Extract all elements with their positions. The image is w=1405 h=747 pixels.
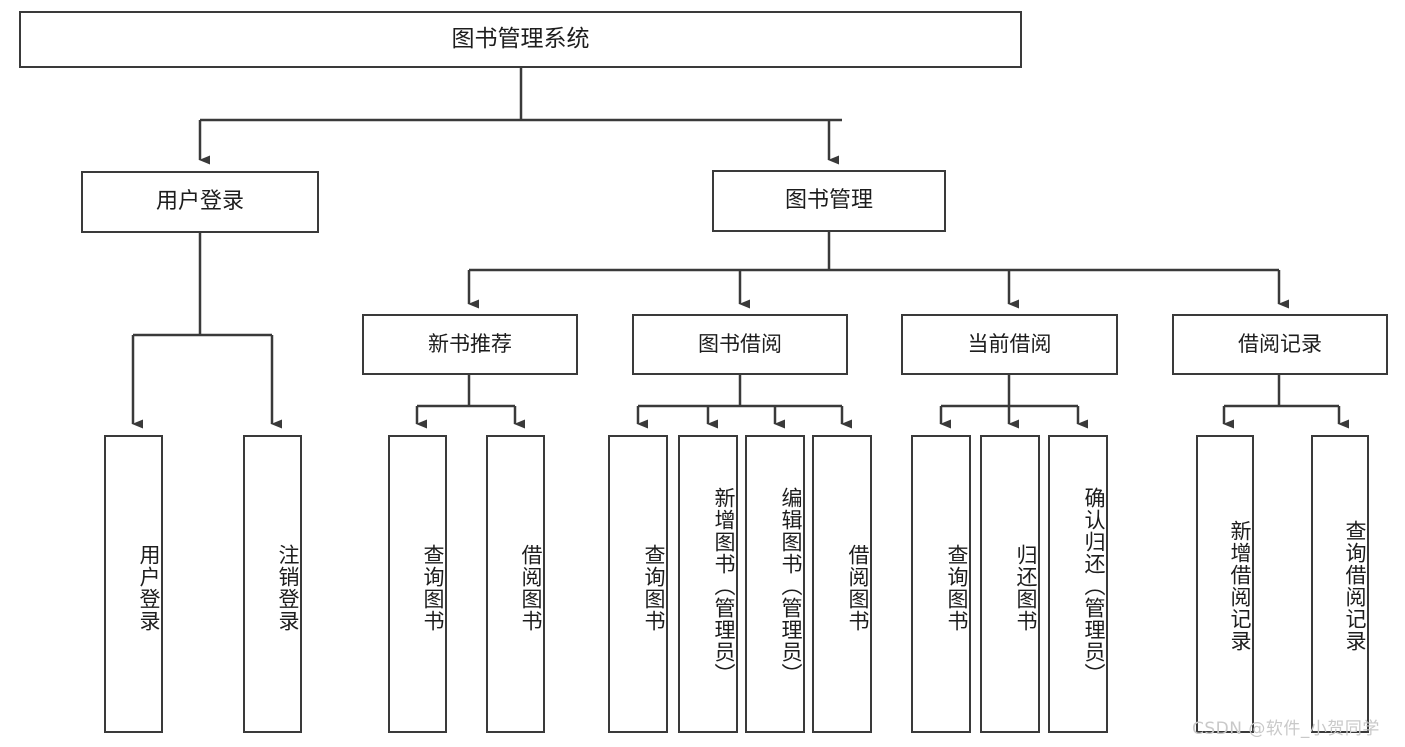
leaf-edit-book-admin[interactable]: 编辑图书（管理员）: [745, 435, 805, 733]
leaf-return-book[interactable]: 归还图书: [980, 435, 1040, 733]
leaf-logout[interactable]: 注销登录: [243, 435, 302, 733]
leaf-confirm-return-admin[interactable]: 确认归还（管理员）: [1048, 435, 1108, 733]
leaf-query-borrow-record[interactable]: 查询借阅记录: [1311, 435, 1369, 733]
node-borrow-record[interactable]: 借阅记录: [1172, 314, 1388, 375]
leaf-borrow-book-borrow[interactable]: 借阅图书: [812, 435, 872, 733]
leaf-query-book-current[interactable]: 查询图书: [911, 435, 971, 733]
node-root-book-management-system[interactable]: 图书管理系统: [19, 11, 1022, 68]
node-new-book-recommend[interactable]: 新书推荐: [362, 314, 578, 375]
node-user-login[interactable]: 用户登录: [81, 171, 319, 233]
leaf-query-book-borrow[interactable]: 查询图书: [608, 435, 668, 733]
csdn-watermark: CSDN @软件_小贺同学: [1192, 719, 1380, 739]
leaf-add-borrow-record[interactable]: 新增借阅记录: [1196, 435, 1254, 733]
leaf-add-book-admin[interactable]: 新增图书（管理员）: [678, 435, 738, 733]
leaf-borrow-book-recommend[interactable]: 借阅图书: [486, 435, 545, 733]
leaf-query-book-recommend[interactable]: 查询图书: [388, 435, 447, 733]
node-current-borrow[interactable]: 当前借阅: [901, 314, 1118, 375]
leaf-user-login[interactable]: 用户登录: [104, 435, 163, 733]
node-book-borrow[interactable]: 图书借阅: [632, 314, 848, 375]
node-book-management[interactable]: 图书管理: [712, 170, 946, 232]
